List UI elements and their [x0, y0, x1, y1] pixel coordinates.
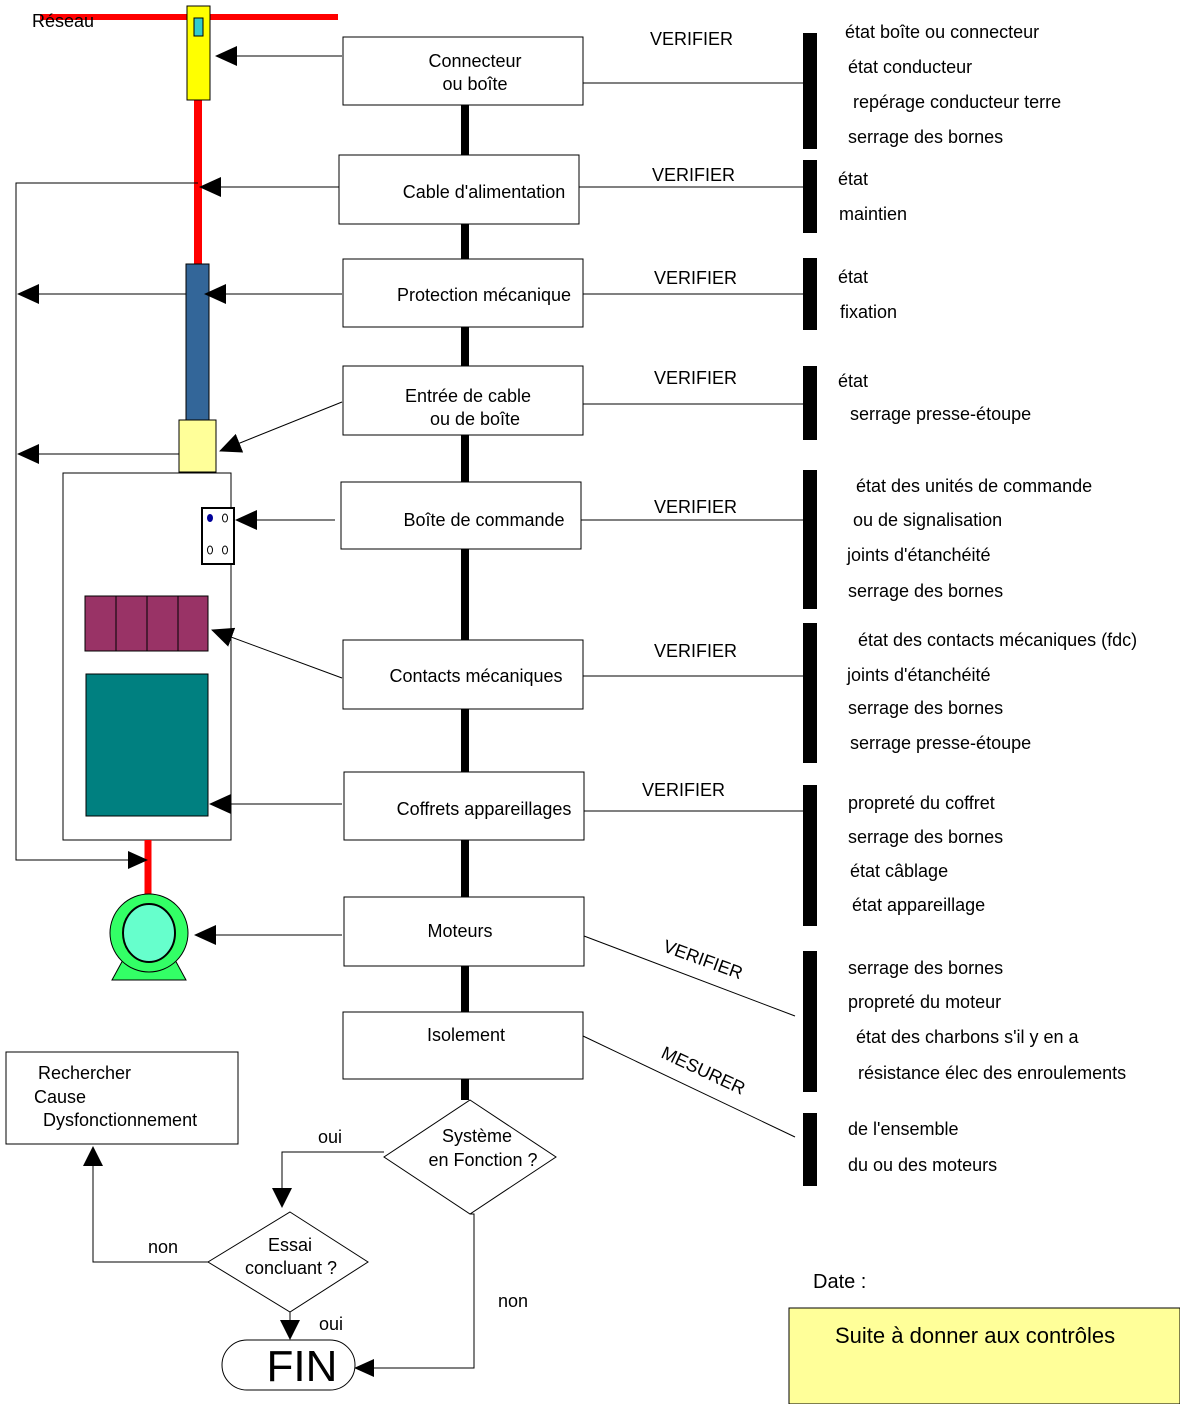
decision-essai-line2: concluant ?	[245, 1258, 337, 1278]
installation-schematic: Réseau	[32, 5, 338, 981]
check-coffrets-1: propreté du coffret	[848, 793, 995, 813]
check-isolement-2: du ou des moteurs	[848, 1155, 997, 1175]
component-boxes	[338, 36, 585, 1080]
box-coffrets: Coffrets appareillages	[397, 799, 572, 819]
fin-label: FIN	[267, 1342, 338, 1391]
check-items: état boîte ou connecteur état conducteur…	[838, 22, 1137, 1175]
check-commande-2: ou de signalisation	[853, 510, 1002, 530]
verify-lines	[579, 82, 805, 1138]
cable-gland	[178, 419, 217, 473]
suite-label: Suite à donner aux contrôles	[835, 1323, 1115, 1348]
decision-systeme-line1: Système	[442, 1126, 512, 1146]
check-commande-1: état des unités de commande	[856, 476, 1092, 496]
date-label: Date :	[813, 1271, 866, 1293]
check-entree-2: serrage presse-étoupe	[850, 404, 1031, 424]
box-commande: Boîte de commande	[403, 510, 564, 530]
check-entree-1: état	[838, 371, 868, 391]
branch-oui-1: oui	[318, 1127, 342, 1147]
box-isolement: Isolement	[427, 1025, 505, 1045]
verifier-label-6: VERIFIER	[654, 641, 737, 661]
verifier-label-5: VERIFIER	[654, 497, 737, 517]
mechanical-protection-conduit	[185, 263, 210, 421]
box-protection: Protection mécanique	[397, 285, 571, 305]
check-contacts-2: joints d'étanchéité	[846, 665, 991, 685]
box-contacts: Contacts mécaniques	[389, 666, 562, 686]
rechercher-line1: Rechercher	[38, 1063, 131, 1083]
rechercher-line2: Cause	[34, 1087, 86, 1107]
box-moteurs: Moteurs	[427, 921, 492, 941]
box-entree-line1: Entrée de cable	[405, 386, 531, 406]
check-coffrets-4: état appareillage	[852, 895, 985, 915]
branch-non-2: non	[498, 1291, 528, 1311]
suite-note: Suite à donner aux contrôles	[788, 1307, 1180, 1404]
check-protection-2: fixation	[840, 302, 897, 322]
switchgear-block	[85, 673, 209, 817]
decision-texts: Système en Fonction ? Essai concluant ? …	[34, 1063, 538, 1391]
verifier-label-7: VERIFIER	[642, 780, 725, 800]
pointer-arrows	[17, 46, 343, 945]
check-connecteur-1: état boîte ou connecteur	[845, 22, 1039, 42]
check-moteurs-1: serrage des bornes	[848, 958, 1003, 978]
control-station-icon	[201, 507, 235, 565]
check-bars	[803, 33, 817, 1186]
check-connecteur-3: repérage conducteur terre	[853, 92, 1061, 112]
check-connecteur-2: état conducteur	[848, 57, 972, 77]
mechanical-contacts-block	[84, 595, 209, 652]
connector-indicator	[193, 17, 204, 37]
decision-flow	[5, 1051, 557, 1391]
verifier-label-4: VERIFIER	[654, 368, 737, 388]
check-coffrets-2: serrage des bornes	[848, 827, 1003, 847]
verify-labels: VERIFIER VERIFIER VERIFIER VERIFIER VERI…	[642, 29, 748, 1099]
check-contacts-1: état des contacts mécaniques (fdc)	[858, 630, 1137, 650]
network-label: Réseau	[32, 11, 94, 31]
mesurer-label: MESURER	[658, 1042, 748, 1098]
check-connecteur-4: serrage des bornes	[848, 127, 1003, 147]
box-connecteur-line1: Connecteur	[428, 51, 521, 71]
box-entree-line2: ou de boîte	[430, 409, 520, 429]
check-cable-2: maintien	[839, 204, 907, 224]
check-commande-3: joints d'étanchéité	[846, 545, 991, 565]
network-connector	[186, 5, 211, 101]
fin-terminator	[221, 1339, 356, 1391]
check-isolement-1: de l'ensemble	[848, 1119, 959, 1139]
check-cable-1: état	[838, 169, 868, 189]
box-connecteur-line2: ou boîte	[442, 74, 507, 94]
motor-icon	[109, 893, 189, 981]
rechercher-box	[5, 1051, 239, 1145]
verifier-label-2: VERIFIER	[652, 165, 735, 185]
decision-essai-line1: Essai	[268, 1235, 312, 1255]
check-coffrets-3: état câblage	[850, 861, 948, 881]
box-cable: Cable d'alimentation	[403, 182, 566, 202]
verifier-label-1: VERIFIER	[650, 29, 733, 49]
feedback-lines	[15, 182, 198, 869]
check-commande-4: serrage des bornes	[848, 581, 1003, 601]
component-labels: Connecteur ou boîte Cable d'alimentation…	[389, 51, 571, 1045]
decision-systeme-line2: en Fonction ?	[428, 1150, 537, 1170]
check-contacts-4: serrage presse-étoupe	[850, 733, 1031, 753]
verifier-label-8: VERIFIER	[661, 936, 746, 983]
branch-oui-2: oui	[319, 1314, 343, 1334]
verifier-label-3: VERIFIER	[654, 268, 737, 288]
check-moteurs-4: résistance élec des enroulements	[858, 1063, 1126, 1083]
check-moteurs-3: état des charbons s'il y en a	[856, 1027, 1080, 1047]
check-contacts-3: serrage des bornes	[848, 698, 1003, 718]
check-protection-1: état	[838, 267, 868, 287]
rechercher-line3: Dysfonctionnement	[43, 1110, 197, 1130]
branch-non-1: non	[148, 1237, 178, 1257]
check-moteurs-2: propreté du moteur	[848, 992, 1001, 1012]
